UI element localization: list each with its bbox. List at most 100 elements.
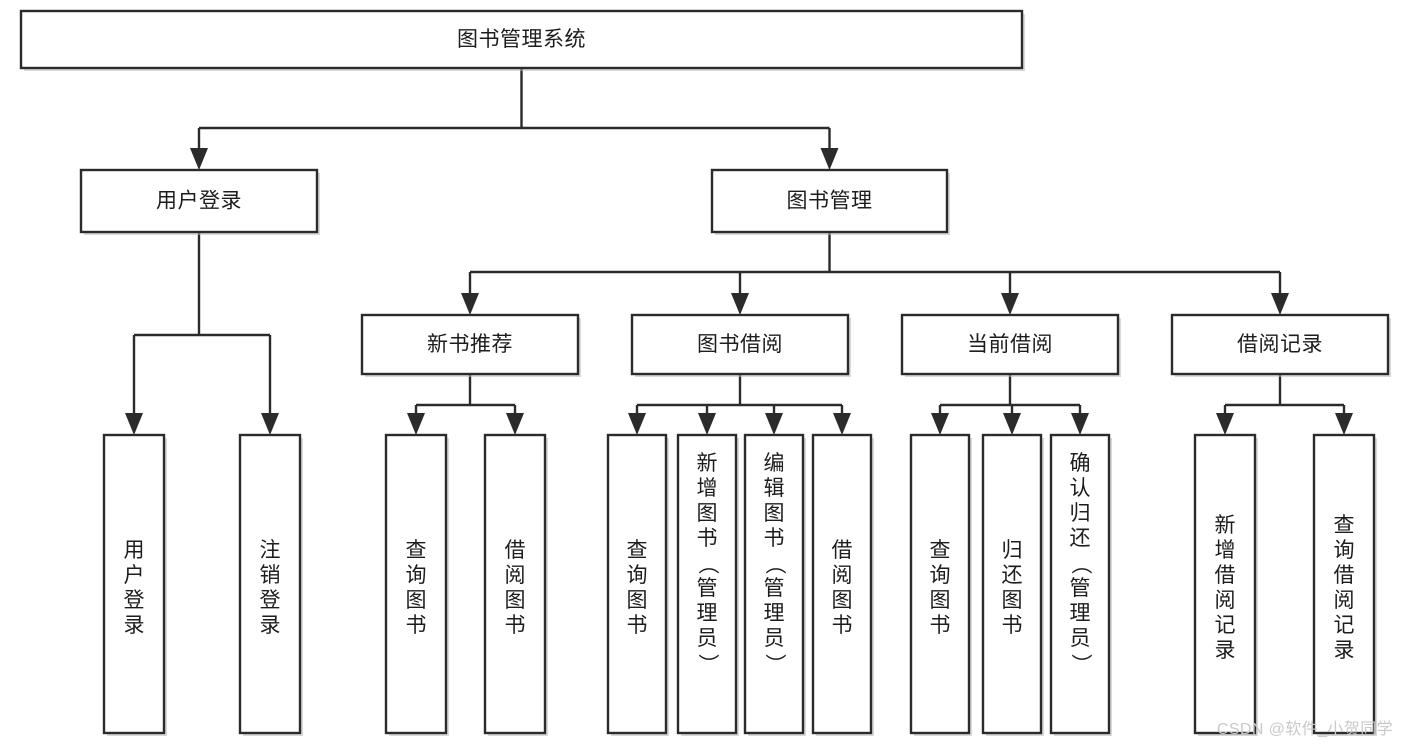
svg-text:书: 书 [832, 614, 853, 637]
svg-text:认: 认 [1070, 477, 1091, 500]
leaf-node-4-rect[interactable] [606, 433, 668, 735]
node-current-borrow-rect[interactable] [900, 313, 1120, 376]
edge-currentborrow-arrow-0 [931, 413, 949, 435]
leaf-node-2-rect[interactable] [384, 433, 448, 735]
svg-text:图: 图 [764, 502, 785, 525]
leaf-node-3-rect[interactable] [483, 433, 547, 735]
svg-text:员: 员 [1070, 627, 1091, 650]
svg-text:用: 用 [124, 539, 145, 562]
leaf-node-0[interactable]: 用户登录 [102, 433, 167, 736]
svg-text:借: 借 [1334, 564, 1355, 587]
leaf-node-1-rect[interactable] [238, 433, 302, 735]
leaf-node-11-rect[interactable] [1193, 433, 1257, 735]
edge-bookmanage-arrow-1 [731, 293, 749, 315]
node-new-book-recommend-label: 新书推荐 [427, 333, 513, 356]
svg-text:记: 记 [1215, 614, 1236, 637]
node-book-management-system-rect[interactable] [19, 9, 1024, 70]
node-layer: 图书管理系统用户登录图书管理新书推荐图书借阅当前借阅借阅记录用户登录注销登录查询… [19, 9, 1391, 736]
svg-text:管: 管 [697, 577, 718, 600]
csdn-watermark: CSDN @软件_小贺同学 [1216, 721, 1393, 738]
svg-text:（: （ [1069, 554, 1092, 575]
svg-text:管: 管 [764, 577, 785, 600]
node-user-login-rect[interactable] [79, 168, 319, 234]
svg-text:理: 理 [764, 602, 785, 625]
edge-bookborrow-arrow-2 [765, 413, 783, 435]
svg-text:销: 销 [260, 564, 281, 587]
svg-text:登: 登 [124, 589, 145, 612]
node-book-management[interactable]: 图书管理 [710, 168, 950, 235]
svg-text:查: 查 [930, 539, 951, 562]
leaf-node-5-rect[interactable] [676, 433, 738, 735]
svg-text:归: 归 [1070, 502, 1091, 525]
svg-text:）: ） [1069, 654, 1092, 675]
edge-bookborrow-arrow-1 [698, 413, 716, 435]
svg-text:询: 询 [1334, 539, 1355, 562]
node-book-management-system[interactable]: 图书管理系统 [19, 9, 1025, 71]
node-book-borrow[interactable]: 图书借阅 [630, 313, 851, 377]
node-borrow-record-rect[interactable] [1170, 313, 1390, 376]
node-new-book-recommend[interactable]: 新书推荐 [360, 313, 581, 377]
node-borrow-record[interactable]: 借阅记录 [1170, 313, 1391, 377]
node-book-management-rect[interactable] [710, 168, 949, 234]
svg-text:记: 记 [1334, 614, 1355, 637]
edge-borrowrecord-arrow-1 [1335, 413, 1353, 435]
svg-text:图: 图 [930, 589, 951, 612]
node-book-borrow-rect[interactable] [630, 313, 850, 376]
edge-bookborrow-arrow-3 [833, 413, 851, 435]
svg-text:登: 登 [260, 589, 281, 612]
edge-root-arrow-1 [820, 148, 839, 170]
leaf-node-8-rect[interactable] [909, 433, 971, 735]
leaf-node-10-rect[interactable] [1049, 433, 1111, 735]
leaf-node-9-rect[interactable] [981, 433, 1043, 735]
svg-text:增: 增 [697, 477, 718, 500]
node-current-borrow[interactable]: 当前借阅 [900, 313, 1121, 377]
svg-text:）: ） [763, 654, 786, 675]
svg-text:理: 理 [1070, 602, 1091, 625]
svg-text:还: 还 [1002, 564, 1023, 587]
node-book-management-label: 图书管理 [787, 190, 873, 213]
leaf-node-0-rect[interactable] [102, 433, 166, 735]
node-new-book-recommend-rect[interactable] [360, 313, 580, 376]
node-borrow-record-label: 借阅记录 [1237, 333, 1323, 356]
node-user-login[interactable]: 用户登录 [79, 168, 320, 235]
node-book-borrow-label: 图书借阅 [697, 333, 783, 356]
svg-text:理: 理 [697, 602, 718, 625]
svg-text:借: 借 [832, 539, 853, 562]
edge-borrowrecord-arrow-0 [1216, 413, 1234, 435]
edge-bookmanage-arrow-2 [1001, 293, 1019, 315]
leaf-node-12-rect[interactable] [1312, 433, 1376, 735]
leaf-node-6-rect[interactable] [743, 433, 805, 735]
svg-text:书: 书 [1002, 614, 1023, 637]
svg-text:询: 询 [930, 564, 951, 587]
edge-currentborrow-arrow-1 [1003, 413, 1021, 435]
edge-bookmanage-arrow-0 [461, 293, 479, 315]
svg-text:书: 书 [627, 614, 648, 637]
leaf-node-7-rect[interactable] [811, 433, 873, 735]
svg-text:询: 询 [406, 564, 427, 587]
svg-text:录: 录 [124, 614, 145, 637]
svg-text:户: 户 [124, 564, 145, 587]
